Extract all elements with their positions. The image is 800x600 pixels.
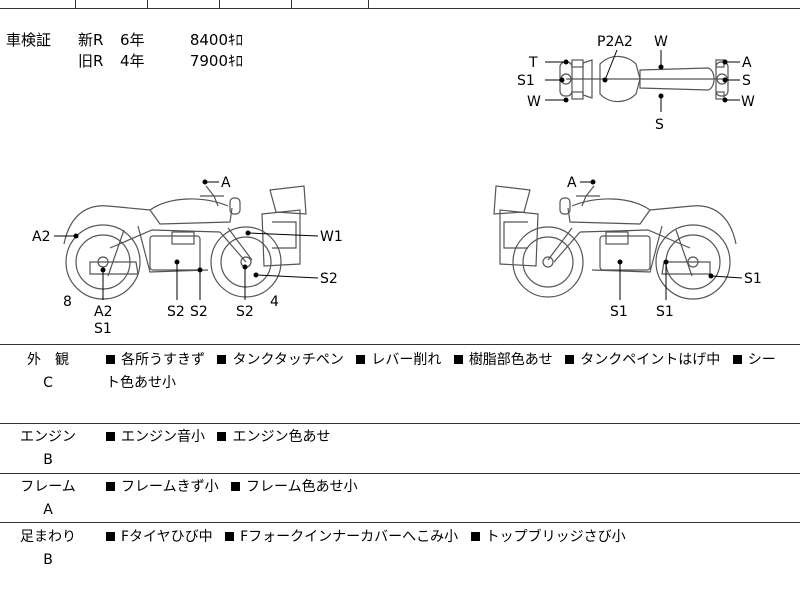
inspection-row-new: 車検証 新R 6年 8400 ｷﾛ <box>6 30 243 51</box>
condition-item: 樹脂部色あせ <box>468 352 553 368</box>
condition-grade: A <box>43 502 53 518</box>
condition-category: フレーム A <box>8 476 88 522</box>
condition-item: Fフォークインナーカバーへこみ小 <box>240 529 459 545</box>
condition-item: タンクタッチペン <box>232 352 344 368</box>
condition-items: Fタイヤひび中 Fフォークインナーカバーへこみ小 トップブリッジさび小 <box>106 526 786 549</box>
condition-item: フレーム色あせ小 <box>246 479 358 495</box>
label-a: A <box>221 175 231 191</box>
condition-category: 足まわり B <box>8 526 88 572</box>
inspection-price: 7900 <box>189 52 228 70</box>
label-s: S <box>742 73 751 89</box>
label-s2: S2 <box>167 304 185 320</box>
inspection-price: 8400 <box>189 31 228 49</box>
condition-item: タンクペイントはげ中 <box>580 352 721 368</box>
label-a: A <box>567 175 577 191</box>
label-a2: A2 <box>94 304 112 320</box>
inspection-years: 4年 <box>120 52 145 70</box>
inspection-kind: 旧R <box>78 52 104 70</box>
label-s1: S1 <box>94 321 112 337</box>
condition-items: エンジン音小 エンジン色あせ <box>106 426 786 449</box>
inspection-info: 車検証 新R 6年 8400 ｷﾛ 旧R 4年 7900 ｷﾛ <box>6 30 243 72</box>
condition-item: レバー削れ <box>371 352 442 368</box>
inspection-kind: 新R <box>78 31 104 49</box>
condition-grade: B <box>43 452 53 468</box>
label-s2: S2 <box>320 271 338 287</box>
inspection-row-old: 旧R 4年 7900 ｷﾛ <box>6 51 243 72</box>
inspection-label: 車検証 <box>6 31 52 49</box>
bike-right-view <box>493 185 737 300</box>
label-s1: S1 <box>610 304 628 320</box>
label-t: T <box>528 55 538 71</box>
condition-item: Fタイヤひび中 <box>121 529 213 545</box>
condition-item: フレームきず小 <box>121 479 219 495</box>
label-s: S <box>655 117 664 133</box>
condition-category: エンジン B <box>8 426 88 472</box>
inspection-unit: ｷﾛ <box>228 52 244 70</box>
label-w: W <box>654 34 668 50</box>
label-w1: W1 <box>320 229 343 245</box>
condition-category: 外 観 C <box>8 349 88 395</box>
label-p2a2: P2A2 <box>597 34 633 50</box>
condition-item: エンジン音小 <box>121 429 205 445</box>
label-s1: S1 <box>656 304 674 320</box>
bike-top-view <box>559 55 729 103</box>
label-4: 4 <box>270 294 279 310</box>
condition-items: 各所うすきず タンクタッチペン レバー削れ 樹脂部色あせ タンクペイントはげ中 … <box>106 349 786 395</box>
label-a: A <box>742 55 752 71</box>
label-s1: S1 <box>517 73 535 89</box>
motorcycle-diagram: P2A2 T S1 W W S A S W A A2 W1 S2 8 A2 S1… <box>32 34 762 337</box>
condition-item: 各所うすきず <box>121 352 205 368</box>
condition-grade: C <box>43 375 53 391</box>
label-s2: S2 <box>236 304 254 320</box>
label-a2: A2 <box>32 229 50 245</box>
condition-item: トップブリッジさび小 <box>485 529 626 545</box>
label-w: W <box>741 94 755 110</box>
condition-items: フレームきず小 フレーム色あせ小 <box>106 476 786 499</box>
inspection-years: 6年 <box>120 31 145 49</box>
condition-item: シート色あせ小 <box>106 352 776 391</box>
label-s1: S1 <box>744 271 762 287</box>
bike-left-view <box>63 185 307 300</box>
label-8: 8 <box>63 294 72 310</box>
condition-item: エンジン色あせ <box>232 429 331 445</box>
label-w: W <box>527 94 541 110</box>
previous-row-strip <box>0 0 800 9</box>
inspection-unit: ｷﾛ <box>228 31 244 49</box>
label-s2: S2 <box>190 304 208 320</box>
condition-grade: B <box>43 552 53 568</box>
